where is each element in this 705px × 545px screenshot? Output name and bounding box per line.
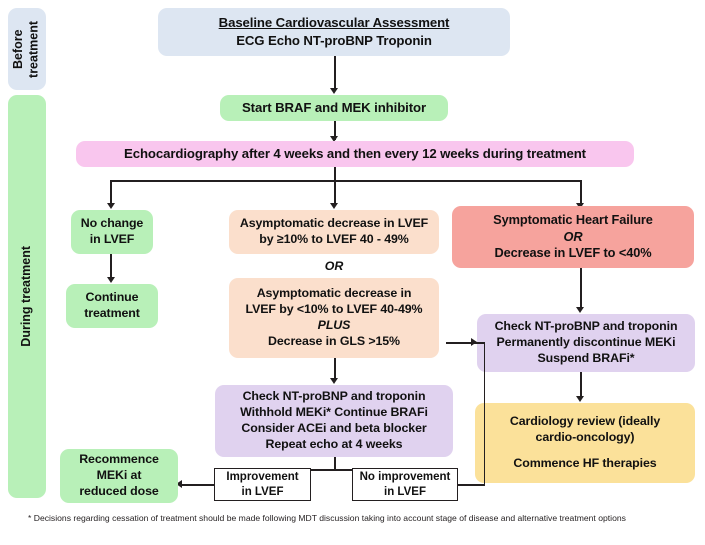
continue-treatment-line1: Continue bbox=[85, 290, 139, 305]
node-continue-treatment[interactable]: Continue treatment bbox=[66, 284, 158, 328]
node-cardiology-review[interactable]: Cardiology review (ideally cardio-oncolo… bbox=[475, 403, 695, 483]
no-change-lvef-line1: No change bbox=[80, 216, 144, 231]
asymptomatic-ge10-line1: Asymptomatic decrease in LVEF bbox=[239, 216, 429, 231]
withhold-meki-line3: Consider ACEi and beta blocker bbox=[241, 421, 427, 435]
recommence-meki-line2: MEKi at bbox=[96, 468, 142, 483]
cardiology-review-line4: Commence HF therapies bbox=[513, 456, 657, 471]
connector-feeder-left-stub bbox=[446, 342, 448, 344]
improvement-lvef-line1: Improvement bbox=[226, 470, 299, 483]
connector-nochange-to-continue bbox=[110, 254, 112, 279]
asymptomatic-lt10-gls: Decrease in GLS >15% bbox=[268, 333, 400, 348]
symptomatic-hf-line1: Symptomatic Heart Failure bbox=[493, 212, 653, 228]
asymptomatic-lt10-plus: PLUS bbox=[317, 318, 351, 332]
node-start-braf-mek[interactable]: Start BRAF and MEK inhibitor bbox=[220, 95, 448, 121]
node-withhold-meki[interactable]: Check NT-proBNP and troponin Withhold ME… bbox=[215, 385, 453, 457]
node-symptomatic-hf[interactable]: Symptomatic Heart Failure OR Decrease in… bbox=[452, 206, 694, 268]
no-improvement-lvef-line2: in LVEF bbox=[384, 485, 426, 498]
connector-asympt-to-withhold bbox=[334, 358, 336, 380]
arrowhead-branch-left bbox=[106, 203, 115, 209]
discontinue-meki-line2: Permanently discontinue MEKi bbox=[496, 335, 676, 350]
node-asymptomatic-ge10[interactable]: Asymptomatic decrease in LVEF by ≥10% to… bbox=[229, 210, 439, 254]
discontinue-meki-line1: Check NT-proBNP and troponin bbox=[494, 319, 678, 334]
footnote-text: * Decisions regarding cessation of treat… bbox=[28, 513, 626, 523]
connector-branch-right bbox=[580, 180, 582, 205]
connector-withhold-stem bbox=[334, 457, 336, 470]
symptomatic-hf-line3: Decrease in LVEF to <40% bbox=[494, 245, 652, 261]
arrowhead-asympt-to-withhold bbox=[330, 378, 338, 384]
arrowhead-nochange-to-continue bbox=[106, 277, 115, 283]
cardiology-review-line1: Cardiology review (ideally bbox=[509, 413, 661, 428]
separator-or-label: OR bbox=[324, 259, 344, 274]
connector-echo-split-bus bbox=[110, 180, 581, 182]
node-echo-schedule[interactable]: Echocardiography after 4 weeks and then … bbox=[76, 141, 634, 167]
recommence-meki-line3: reduced dose bbox=[79, 483, 159, 498]
arrowhead-hf-to-discontinue bbox=[576, 307, 584, 313]
arrowhead-branch-middle bbox=[330, 203, 338, 209]
withhold-meki-line2: Withhold MEKi* Continue BRAFi bbox=[240, 405, 428, 420]
cardiology-review-line2: cardio-oncology) bbox=[535, 429, 635, 444]
withhold-meki-line4: Repeat echo at 4 weeks bbox=[265, 436, 403, 451]
baseline-assessment-items: ECG Echo NT-proBNP Troponin bbox=[236, 32, 432, 48]
arrowhead-noimprove-into-discontinue bbox=[471, 338, 477, 346]
arrowhead-baseline-to-start bbox=[330, 88, 338, 94]
echo-schedule-label: Echocardiography after 4 weeks and then … bbox=[124, 145, 586, 161]
connector-noimprove-into-discontinue bbox=[446, 342, 484, 344]
connector-decision-bus bbox=[262, 469, 407, 471]
phase-label-during-treatment: During treatment bbox=[19, 246, 34, 347]
continue-treatment-line2: treatment bbox=[84, 306, 140, 320]
arrowhead-start-to-echo bbox=[330, 136, 338, 142]
asymptomatic-ge10-line2: by ≥10% to LVEF 40 - 49% bbox=[259, 232, 409, 246]
connector-noimprove-up bbox=[483, 342, 486, 485]
asymptomatic-lt10-line2: LVEF by <10% to LVEF 40-49% bbox=[245, 302, 423, 317]
connector-branch-middle bbox=[334, 180, 336, 205]
start-braf-mek-label: Start BRAF and MEK inhibitor bbox=[241, 99, 426, 115]
connector-baseline-to-start bbox=[334, 56, 336, 90]
recommence-meki-line1: Recommence bbox=[79, 452, 159, 467]
connector-echo-split-stem bbox=[334, 167, 336, 181]
asymptomatic-lt10-line1: Asymptomatic decrease in bbox=[256, 286, 412, 301]
connector-start-to-echo bbox=[334, 121, 336, 140]
improvement-lvef-line2: in LVEF bbox=[241, 485, 284, 498]
connector-branch-left bbox=[110, 180, 112, 205]
node-asymptomatic-lt10-gls[interactable]: Asymptomatic decrease in LVEF by <10% to… bbox=[229, 278, 439, 358]
node-no-change-lvef[interactable]: No change in LVEF bbox=[71, 210, 153, 254]
node-discontinue-meki[interactable]: Check NT-proBNP and troponin Permanently… bbox=[477, 314, 695, 372]
arrowhead-improvement-to-recommence bbox=[176, 480, 182, 488]
phase-bar-during-treatment: During treatment bbox=[8, 95, 46, 498]
baseline-assessment-heading: Baseline Cardiovascular Assessment bbox=[218, 14, 450, 30]
no-change-lvef-line2: in LVEF bbox=[89, 232, 135, 246]
separator-or: OR bbox=[304, 258, 364, 276]
arrowhead-discontinue-to-cardiology bbox=[576, 396, 584, 402]
connector-discontinue-to-cardiology bbox=[580, 372, 582, 399]
connector-noimprove-right bbox=[458, 484, 485, 486]
withhold-meki-line1: Check NT-proBNP and troponin bbox=[242, 389, 426, 404]
symptomatic-hf-or: OR bbox=[563, 228, 583, 244]
decision-no-improvement-lvef[interactable]: No improvement in LVEF bbox=[352, 468, 458, 501]
node-recommence-meki[interactable]: Recommence MEKi at reduced dose bbox=[60, 449, 178, 503]
connector-hf-to-discontinue bbox=[580, 268, 582, 310]
node-baseline-assessment[interactable]: Baseline Cardiovascular Assessment ECG E… bbox=[158, 8, 510, 56]
connector-improvement-to-recommence bbox=[182, 484, 215, 486]
discontinue-meki-line3: Suspend BRAFi* bbox=[537, 350, 635, 365]
no-improvement-lvef-line1: No improvement bbox=[359, 470, 451, 483]
decision-improvement-lvef[interactable]: Improvement in LVEF bbox=[214, 468, 311, 501]
